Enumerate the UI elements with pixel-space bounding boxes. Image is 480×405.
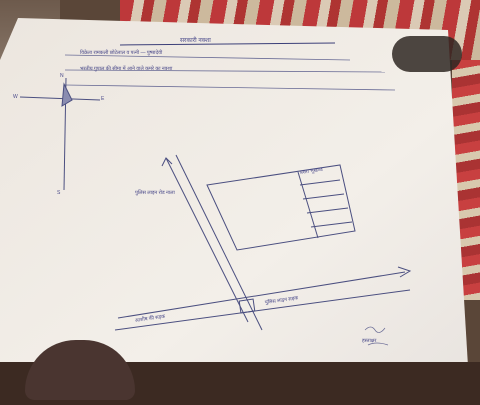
- road-horizontal-sketch: [114, 266, 412, 331]
- compass-n-label: N: [60, 73, 64, 79]
- header-rule-3: [64, 84, 396, 91]
- header-line-2: भरतीय गुपाल की सीमा में आने वाले कमरे का…: [80, 66, 173, 72]
- compass-e-label: E: [101, 96, 105, 102]
- compass-s-label: S: [57, 190, 61, 196]
- sketch-title: सरकारी नक्शा: [180, 38, 211, 44]
- header-rule-1: [64, 54, 351, 61]
- road-vertical-label: पुलिस लाइन रोड नाला: [135, 190, 175, 196]
- finger-shadow: [392, 36, 462, 72]
- signature: हस्ताक्षर: [362, 338, 377, 344]
- plot-sketch: [206, 164, 356, 251]
- title-underline: [119, 42, 336, 46]
- header-line-1: विक्रेता रामकली छोटेलाल व पत्नी — पुष्पा…: [80, 50, 163, 56]
- compass-sketch: [19, 77, 101, 191]
- road-vertical-sketch: [161, 154, 263, 331]
- scribbles: [364, 326, 389, 346]
- header-rule-2: [64, 69, 386, 73]
- compass-w-label: W: [13, 94, 18, 100]
